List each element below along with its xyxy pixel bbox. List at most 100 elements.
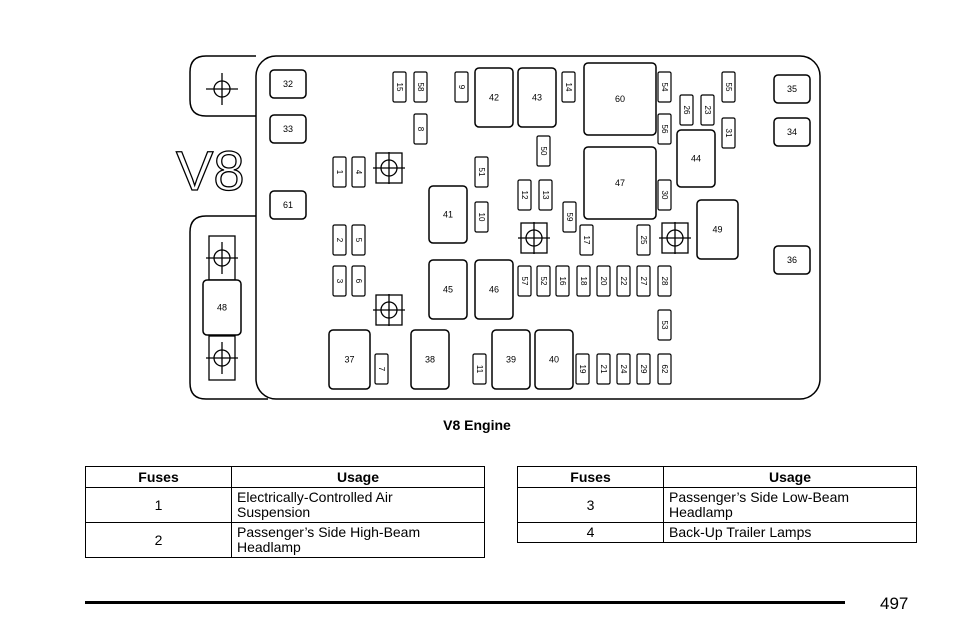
mini-fuse-15: 15 <box>392 71 407 103</box>
usage-header: Usage <box>231 466 485 488</box>
stud-icon <box>206 235 238 281</box>
fuse-label: 52 <box>539 277 548 286</box>
fuse-label: 19 <box>578 365 587 374</box>
mini-fuse-6: 6 <box>351 265 366 297</box>
mini-fuse-57: 57 <box>517 265 532 297</box>
mini-fuse-12: 12 <box>517 179 532 211</box>
mini-fuse-2: 2 <box>332 224 347 256</box>
fuse-label: 11 <box>475 365 484 374</box>
fuse-label: 13 <box>541 191 550 200</box>
fuse-label: 10 <box>477 213 486 222</box>
fuse-usage: Electrically-Controlled Air Suspension <box>231 487 485 523</box>
fuse-34: 34 <box>773 117 811 147</box>
mini-fuse-4: 4 <box>351 156 366 188</box>
fuse-label: 57 <box>520 277 529 286</box>
fuse-label: 43 <box>532 93 542 103</box>
fuse-usage-table-right: Fuses Usage 3 Passenger’s Side Low-Beam … <box>517 466 917 543</box>
fuse-label: 5 <box>354 238 363 243</box>
usage-line: Passenger’s Side Low-Beam <box>669 489 850 505</box>
mini-fuse-18: 18 <box>576 265 591 297</box>
fuse-label: 50 <box>539 147 548 156</box>
fuse-label: 37 <box>344 355 354 365</box>
fuse-label: 9 <box>457 85 466 90</box>
fuse-label: 41 <box>443 210 453 220</box>
mini-fuse-50: 50 <box>536 135 551 167</box>
fuse-35: 35 <box>773 74 811 104</box>
fuse-label: 28 <box>660 277 669 286</box>
mini-fuse-56: 56 <box>657 113 672 145</box>
relay-45: 45 <box>428 259 468 320</box>
stud-icon <box>206 335 238 381</box>
fuse-36: 36 <box>773 245 811 275</box>
mounting-target-icon <box>659 222 691 254</box>
fuse-label: 1 <box>335 170 344 175</box>
usage-line: Suspension <box>237 504 311 520</box>
fuse-number: 2 <box>85 522 232 558</box>
lower-left-tab <box>189 215 268 400</box>
fuse-61: 61 <box>269 190 307 220</box>
fuse-label: 26 <box>682 106 691 115</box>
maxi-fuse-48: 48 <box>202 279 242 336</box>
fuse-label: 51 <box>477 168 486 177</box>
relay-37: 37 <box>328 329 371 390</box>
fuse-label: 20 <box>599 277 608 286</box>
fuse-label: 8 <box>416 127 425 132</box>
upper-left-tab <box>189 55 256 117</box>
fuse-label: 36 <box>787 255 797 265</box>
fuse-label: 47 <box>615 178 625 188</box>
mini-fuse-23: 23 <box>700 94 715 126</box>
mini-fuse-58: 58 <box>413 71 428 103</box>
relay-42: 42 <box>474 67 514 128</box>
relay-44: 44 <box>676 129 716 188</box>
mini-fuse-11: 11 <box>472 353 487 385</box>
mini-fuse-59: 59 <box>562 201 577 233</box>
mini-fuse-30: 30 <box>657 179 672 211</box>
mini-fuse-3: 3 <box>332 265 347 297</box>
mounting-target-icon <box>373 294 405 326</box>
fuse-label: 4 <box>354 170 363 175</box>
fuse-label: 38 <box>425 355 435 365</box>
mini-fuse-17: 17 <box>579 224 594 256</box>
diagram-caption: V8 Engine <box>443 417 511 433</box>
mini-fuse-9: 9 <box>454 71 469 103</box>
fuse-label: 18 <box>579 277 588 286</box>
fuse-label: 15 <box>395 83 404 92</box>
mini-fuse-13: 13 <box>538 179 553 211</box>
table-row: 4 Back-Up Trailer Lamps <box>517 522 917 543</box>
fuse-label: 53 <box>660 321 669 330</box>
fuse-label: 25 <box>639 236 648 245</box>
fuse-number: 3 <box>517 487 664 523</box>
fuse-label: 27 <box>639 277 648 286</box>
mini-fuse-22: 22 <box>616 265 631 297</box>
fuse-label: 46 <box>489 285 499 295</box>
fuse-usage: Passenger’s Side High-Beam Headlamp <box>231 522 485 558</box>
fuse-label: 34 <box>787 127 797 137</box>
fuse-usage: Passenger’s Side Low-Beam Headlamp <box>663 487 917 523</box>
mini-fuse-53: 53 <box>657 309 672 341</box>
usage-line: Back-Up Trailer Lamps <box>669 524 812 540</box>
fuse-label: 31 <box>724 129 733 138</box>
fuse-label: 55 <box>724 83 733 92</box>
page-number: 497 <box>880 594 909 613</box>
mini-fuse-21: 21 <box>596 353 611 385</box>
mini-fuse-54: 54 <box>657 71 672 103</box>
mini-fuse-24: 24 <box>616 353 631 385</box>
fuse-label: 62 <box>660 365 669 374</box>
fuse-usage: Back-Up Trailer Lamps <box>663 522 917 543</box>
fuse-label: 2 <box>335 238 344 243</box>
usage-header: Usage <box>663 466 917 488</box>
mini-fuse-26: 26 <box>679 94 694 126</box>
mini-fuse-5: 5 <box>351 224 366 256</box>
fuse-label: 3 <box>335 279 344 284</box>
fuse-label: 23 <box>703 106 712 115</box>
fuses-header: Fuses <box>517 466 664 488</box>
fuses-header: Fuses <box>85 466 232 488</box>
fuse-number: 4 <box>517 522 664 543</box>
fuse-32: 32 <box>269 69 307 99</box>
mini-fuse-14: 14 <box>561 71 576 103</box>
usage-line: Headlamp <box>669 504 733 520</box>
mini-fuse-62: 62 <box>657 353 672 385</box>
mini-fuse-52: 52 <box>536 265 551 297</box>
relay-41: 41 <box>428 185 468 244</box>
